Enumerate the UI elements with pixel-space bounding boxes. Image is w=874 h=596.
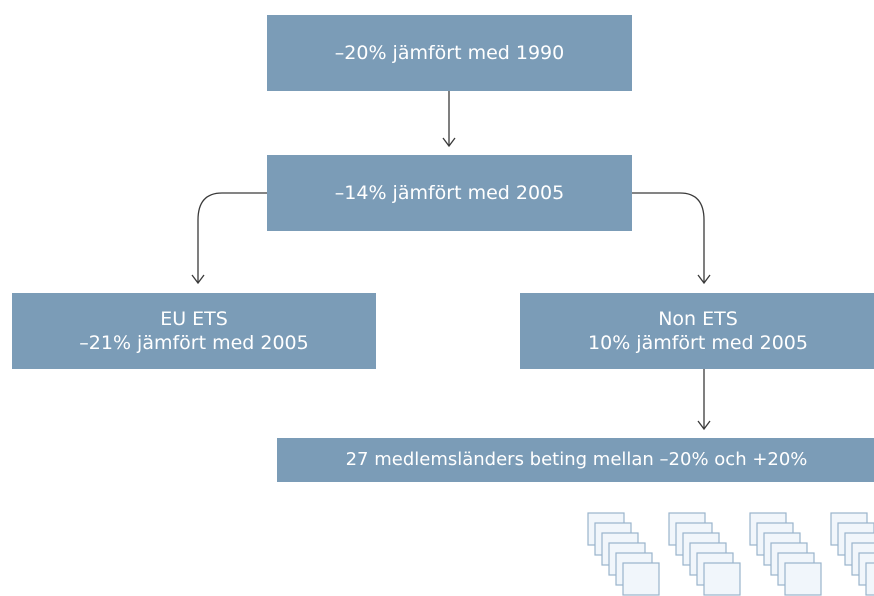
page-stack bbox=[587, 512, 660, 596]
node-middle-text: –14% jämfört med 2005 bbox=[334, 182, 565, 204]
page-sheet bbox=[703, 562, 741, 596]
node-non-ets-text: 10% jämfört med 2005 bbox=[588, 332, 808, 354]
node-non-ets-title: Non ETS bbox=[658, 308, 738, 330]
node-member-states: 27 medlemsländers beting mellan –20% och… bbox=[277, 438, 874, 482]
node-member-states-text: 27 medlemsländers beting mellan –20% och… bbox=[345, 449, 808, 470]
node-top-text: –20% jämfört med 1990 bbox=[334, 42, 565, 64]
page-sheet bbox=[622, 562, 660, 596]
page-sheet bbox=[784, 562, 822, 596]
node-eu-ets-title: EU ETS bbox=[160, 308, 228, 330]
page-stack bbox=[830, 512, 874, 596]
node-middle: –14% jämfört med 2005 bbox=[267, 155, 632, 231]
node-eu-ets: EU ETS –21% jämfört med 2005 bbox=[12, 293, 376, 369]
arrow-right-to-bottom bbox=[697, 369, 711, 431]
node-top: –20% jämfört med 1990 bbox=[267, 15, 632, 91]
page-stack bbox=[749, 512, 822, 596]
page-stack bbox=[668, 512, 741, 596]
arrow-middle-to-right bbox=[632, 192, 711, 285]
node-non-ets: Non ETS 10% jämfört med 2005 bbox=[520, 293, 874, 369]
node-eu-ets-text: –21% jämfört med 2005 bbox=[79, 332, 309, 354]
page-sheet bbox=[865, 562, 874, 596]
arrow-top-to-middle bbox=[442, 91, 456, 148]
arrow-middle-to-left bbox=[191, 192, 267, 285]
